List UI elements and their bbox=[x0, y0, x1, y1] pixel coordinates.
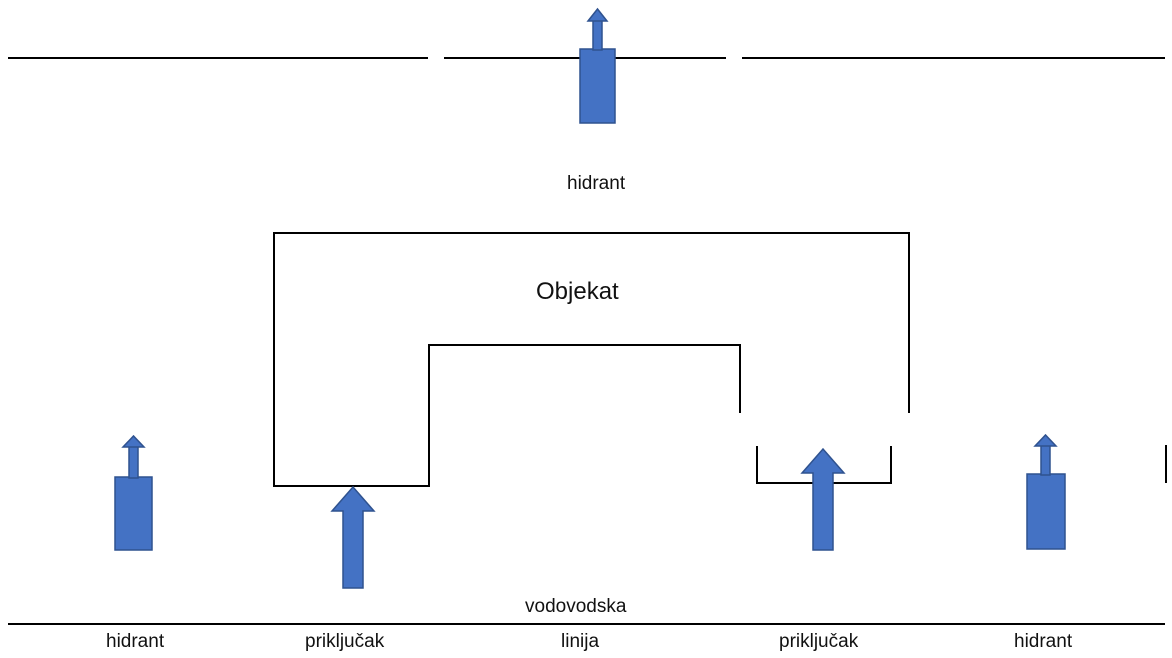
label-prikljucak-right: priključak bbox=[779, 631, 859, 652]
label-objekat: Objekat bbox=[536, 278, 619, 305]
hydrant-icon-left bbox=[114, 434, 153, 551]
label-vodovodska: vodovodska bbox=[525, 596, 627, 617]
building-outline bbox=[273, 232, 910, 487]
label-prikljucak-left: priključak bbox=[305, 631, 385, 652]
label-hidrant-right: hidrant bbox=[1014, 631, 1073, 652]
label-linija: linija bbox=[561, 631, 600, 652]
hydrant-icon-top bbox=[579, 7, 616, 124]
hydrant-icon-right bbox=[1026, 433, 1066, 550]
label-hidrant-top: hidrant bbox=[567, 173, 626, 194]
connection-arrow-icon-right bbox=[800, 447, 846, 551]
connection-arrow-icon-left bbox=[330, 485, 376, 589]
label-hidrant-left: hidrant bbox=[106, 631, 165, 652]
